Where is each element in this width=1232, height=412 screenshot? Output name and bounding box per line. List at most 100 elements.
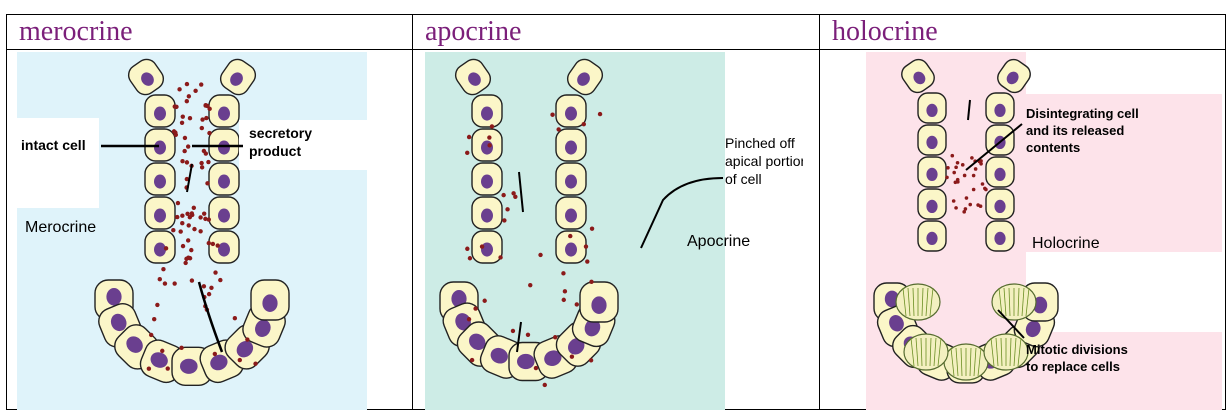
nucleus (565, 175, 577, 189)
nucleus (994, 232, 1005, 245)
granule (206, 160, 210, 164)
granule (974, 167, 978, 171)
gland-cell (209, 231, 239, 263)
gland-cell (918, 221, 946, 251)
granule (468, 256, 472, 260)
granule (180, 213, 184, 217)
granule (175, 215, 179, 219)
granule (467, 135, 471, 139)
gland-cell (986, 189, 1014, 219)
nucleus (218, 107, 230, 121)
granule (972, 174, 976, 178)
label-disintegrating: Disintegrating cell (1026, 106, 1139, 121)
granule (482, 299, 486, 303)
nucleus (262, 294, 277, 312)
granule (200, 117, 204, 121)
granule (183, 136, 187, 140)
granule (158, 277, 162, 281)
granule (202, 211, 206, 215)
label-mitotic-divisions: Mitotic divisions (1026, 342, 1128, 357)
granule (563, 289, 567, 293)
header-cell-merocrine: merocrine (7, 15, 413, 50)
gland-cell (918, 125, 946, 155)
granule (956, 161, 960, 165)
granule (205, 181, 209, 185)
gland-cell (986, 221, 1014, 251)
label-apocrine: Apocrine (687, 233, 750, 250)
header-merocrine: merocrine (7, 15, 412, 49)
granule (178, 229, 182, 233)
nucleus (481, 141, 493, 155)
granule (465, 247, 469, 251)
granule (160, 349, 164, 353)
granule (538, 253, 542, 257)
granule (185, 82, 189, 86)
granule (149, 333, 153, 337)
nucleus (565, 141, 577, 155)
gland-types-table: merocrine apocrine holocrine intact cell… (6, 14, 1226, 410)
holocrine-white-top (1026, 52, 1222, 94)
nucleus (591, 296, 606, 314)
granule (487, 143, 491, 147)
gland-cell (556, 163, 586, 195)
nucleus (218, 141, 230, 155)
nucleus (517, 354, 535, 369)
nucleus (926, 232, 937, 245)
nucleus (994, 104, 1005, 117)
header-cell-holocrine: holocrine (820, 15, 1226, 50)
granule (511, 329, 515, 333)
granule (970, 156, 974, 160)
gland-cell (918, 93, 946, 123)
granule (207, 107, 211, 111)
gland-cell (145, 231, 175, 263)
granule (204, 116, 208, 120)
granule (202, 284, 206, 288)
nucleus (481, 175, 493, 189)
granule (198, 215, 202, 219)
label-apical-portion: apical portion (725, 153, 803, 169)
granule (192, 206, 196, 210)
granule (534, 366, 538, 370)
granule (188, 116, 192, 120)
granule (172, 281, 176, 285)
granule (511, 191, 515, 195)
granule (961, 163, 965, 167)
label-merocrine: Merocrine (25, 219, 96, 236)
granule (238, 358, 242, 362)
granule (166, 366, 170, 370)
granule (188, 256, 192, 260)
granule (183, 261, 187, 265)
granule (954, 206, 958, 210)
granule (147, 367, 151, 371)
label-replace-cells: to replace cells (1026, 359, 1120, 374)
granule (962, 210, 966, 214)
granule (200, 165, 204, 169)
granule (207, 292, 211, 296)
label-holocrine: Holocrine (1032, 235, 1100, 252)
nucleus (926, 136, 937, 149)
granule (245, 337, 249, 341)
gland-cell (472, 197, 502, 229)
granule (589, 280, 593, 284)
granule (950, 154, 954, 158)
granule (181, 114, 185, 118)
holocrine-svg: Disintegrating cell and its released con… (866, 52, 1222, 410)
granule (976, 203, 980, 207)
granule (171, 228, 175, 232)
diagram-row: intact cell secretory product Merocrine (7, 50, 1226, 410)
merocrine-diagram: intact cell secretory product Merocrine (17, 52, 367, 410)
granule (211, 242, 215, 246)
granule (189, 248, 193, 252)
gland-cell (986, 157, 1014, 187)
nucleus (180, 359, 198, 374)
label-secretory: secretory (249, 125, 312, 141)
apocrine-labels: Pinched off apical portion of cell Apocr… (613, 50, 803, 408)
granule (207, 131, 211, 135)
granule (480, 244, 484, 248)
label-pinched-off: Pinched off (725, 135, 795, 151)
nucleus (154, 107, 166, 121)
nucleus (154, 209, 166, 223)
granule (502, 218, 506, 222)
granule (176, 201, 180, 205)
nucleus (218, 175, 230, 189)
